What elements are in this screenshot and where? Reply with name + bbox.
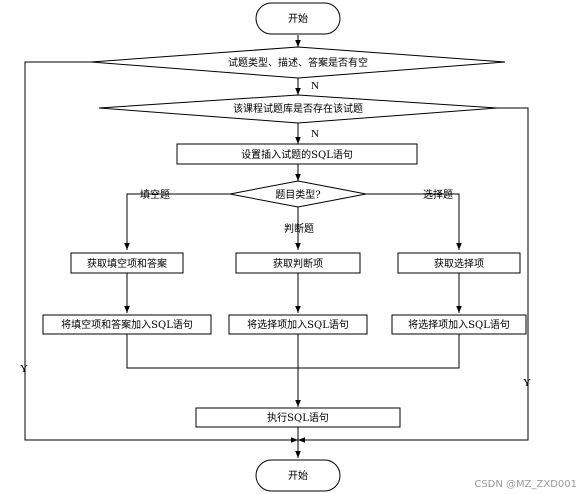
process-add-judge-label: 将选择项加入SQL语句 <box>247 318 349 331</box>
label-y-left: Y <box>20 363 28 375</box>
arrow-branch-choice <box>366 193 462 250</box>
decision-check-empty: 试题类型、描述、答案是否有空 <box>90 46 506 79</box>
process-execute-sql-label: 执行SQL语句 <box>267 411 329 424</box>
decision-question-type: 题目类型? <box>229 180 367 208</box>
end-label: 开始 <box>288 469 308 482</box>
merge-blank <box>126 334 298 369</box>
label-branch-choice: 选择题 <box>423 188 453 201</box>
decision-question-type-label: 题目类型? <box>275 188 320 201</box>
process-get-blank: 获取填空项和答案 <box>70 252 184 274</box>
decision-check-exists-label: 该课程试题库是否存在该试题 <box>233 102 363 115</box>
process-add-blank: 将填空项和答案加入SQL语句 <box>42 314 212 335</box>
process-add-judge: 将选择项加入SQL语句 <box>228 314 368 335</box>
end-node: 开始 <box>255 459 341 492</box>
process-get-choice-label: 获取选择项 <box>434 257 484 270</box>
process-set-sql-label: 设置插入试题的SQL语句 <box>241 148 353 161</box>
start-label: 开始 <box>288 12 308 25</box>
process-get-blank-label: 获取填空项和答案 <box>87 257 167 270</box>
connectors <box>24 35 529 458</box>
decision-check-exists: 该课程试题库是否存在该试题 <box>98 94 498 124</box>
process-set-sql: 设置插入试题的SQL语句 <box>176 143 418 165</box>
label-n-second: N <box>311 128 319 140</box>
arrow-yes-left-loop <box>24 61 298 443</box>
arrow-branch-blank <box>124 193 230 250</box>
process-get-choice: 获取选择项 <box>397 252 521 274</box>
label-y-right: Y <box>523 377 531 389</box>
process-get-judge-label: 获取判断项 <box>273 257 323 270</box>
process-add-choice: 将选择项加入SQL语句 <box>391 314 527 335</box>
arrow-yes-right-loop <box>298 107 529 443</box>
label-n-first: N <box>311 80 319 92</box>
process-add-choice-label: 将选择项加入SQL语句 <box>408 318 510 331</box>
start-node: 开始 <box>255 2 341 35</box>
process-execute-sql: 执行SQL语句 <box>195 407 401 428</box>
label-branch-judge: 判断题 <box>284 222 314 235</box>
process-get-judge: 获取判断项 <box>235 252 361 274</box>
label-branch-blank: 填空题 <box>140 188 170 201</box>
process-add-blank-label: 将填空项和答案加入SQL语句 <box>61 318 193 331</box>
merge-choice <box>298 334 460 369</box>
decision-check-empty-label: 试题类型、描述、答案是否有空 <box>228 56 368 69</box>
watermark: CSDN @MZ_ZXD001 <box>474 479 577 490</box>
